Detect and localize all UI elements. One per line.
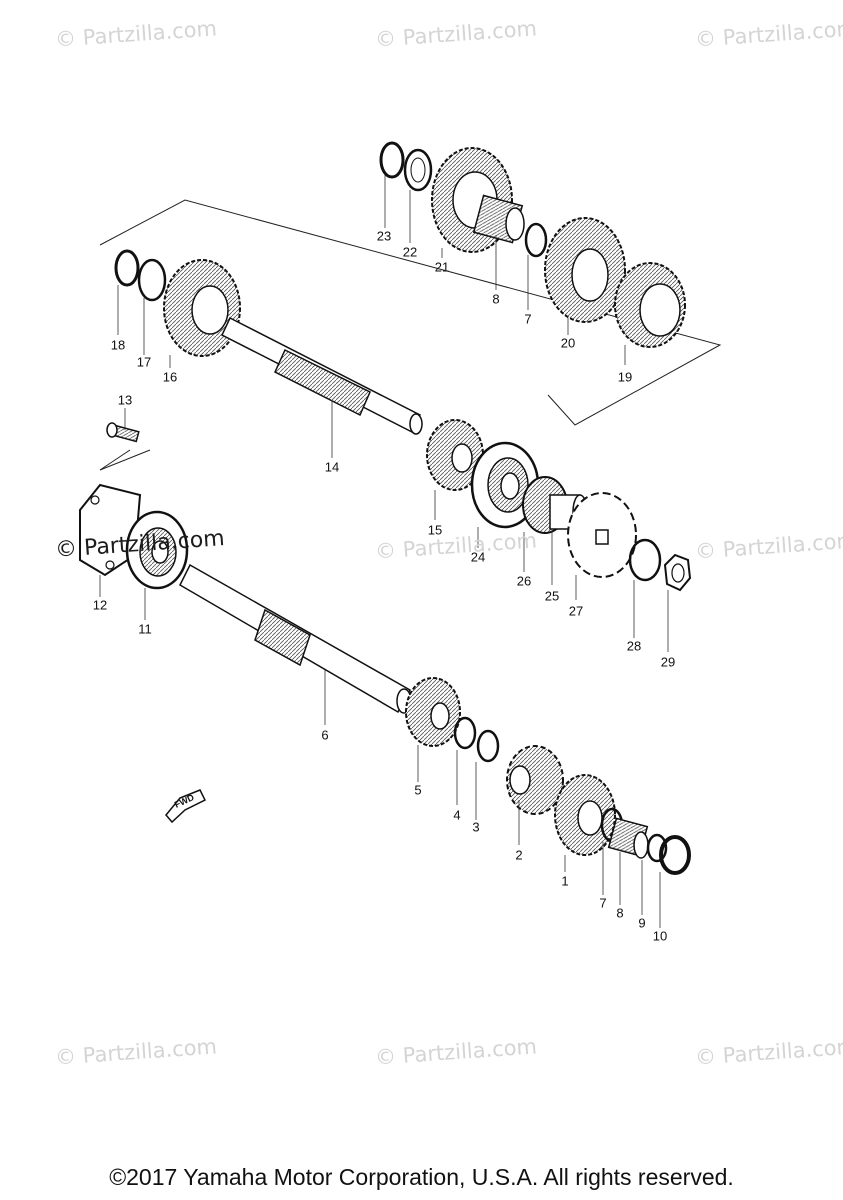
washer-4 bbox=[453, 716, 477, 750]
main-axle-6 bbox=[179, 563, 412, 714]
circlip-9 bbox=[646, 833, 668, 863]
bearing-24 bbox=[470, 441, 540, 529]
part-label-18: 18 bbox=[110, 337, 126, 353]
gear-19 bbox=[614, 262, 686, 348]
bolt-13 bbox=[106, 422, 140, 443]
part-label-3: 3 bbox=[472, 819, 480, 835]
gear-1 bbox=[554, 774, 616, 856]
circlip-18 bbox=[114, 249, 140, 287]
washer-17 bbox=[137, 258, 167, 302]
bearing-11 bbox=[125, 510, 189, 590]
part-label-7-lower: 7 bbox=[599, 895, 607, 911]
washer-7-upper bbox=[524, 222, 548, 258]
fwd-arrow-icon bbox=[165, 789, 207, 824]
bushing-8-lower bbox=[607, 817, 649, 859]
part-label-23: 23 bbox=[376, 228, 392, 244]
part-label-26: 26 bbox=[516, 573, 532, 589]
part-label-6: 6 bbox=[321, 727, 329, 743]
part-label-9: 9 bbox=[638, 915, 646, 931]
washer-10 bbox=[659, 835, 691, 875]
part-label-13: 13 bbox=[117, 392, 133, 408]
part-label-27: 27 bbox=[568, 603, 584, 619]
part-label-25: 25 bbox=[544, 588, 560, 604]
circlip-3 bbox=[476, 729, 500, 763]
copyright-text: ©2017 Yamaha Motor Corporation, U.S.A. A… bbox=[109, 1164, 734, 1190]
part-label-12: 12 bbox=[92, 597, 108, 613]
washer-22 bbox=[403, 148, 433, 192]
part-label-15: 15 bbox=[427, 522, 443, 538]
plate-outline bbox=[99, 449, 151, 471]
part-label-24: 24 bbox=[470, 549, 486, 565]
part-label-28: 28 bbox=[626, 638, 642, 654]
part-label-21: 21 bbox=[434, 259, 450, 275]
part-label-20: 20 bbox=[560, 335, 576, 351]
part-label-8-lower: 8 bbox=[616, 905, 624, 921]
gear-16 bbox=[163, 259, 241, 357]
gear-2 bbox=[506, 745, 564, 815]
gear-15 bbox=[426, 419, 484, 491]
drive-axle-14 bbox=[221, 316, 423, 435]
part-label-19: 19 bbox=[617, 369, 633, 385]
part-label-10: 10 bbox=[652, 928, 668, 944]
sprocket-27 bbox=[567, 492, 637, 578]
bolt-leader bbox=[99, 449, 131, 471]
leader-lines bbox=[99, 175, 669, 928]
part-label-1: 1 bbox=[561, 873, 569, 889]
upper-shaft-outline bbox=[99, 199, 722, 426]
gear-5 bbox=[405, 677, 461, 747]
part-label-7: 7 bbox=[524, 311, 532, 327]
part-label-14: 14 bbox=[324, 459, 340, 475]
gear-20 bbox=[544, 217, 626, 323]
part-label-17: 17 bbox=[136, 354, 152, 370]
lock-washer-28 bbox=[628, 538, 662, 582]
part-label-29: 29 bbox=[660, 654, 676, 670]
part-label-16: 16 bbox=[162, 369, 178, 385]
part-label-4: 4 bbox=[453, 807, 461, 823]
bushing-8-upper bbox=[472, 194, 525, 244]
part-label-22: 22 bbox=[402, 244, 418, 260]
part-label-5: 5 bbox=[414, 782, 422, 798]
part-label-2: 2 bbox=[515, 847, 523, 863]
circlip-23 bbox=[379, 141, 405, 179]
part-label-11: 11 bbox=[138, 621, 152, 637]
part-label-8: 8 bbox=[492, 291, 500, 307]
nut-29 bbox=[663, 553, 692, 592]
